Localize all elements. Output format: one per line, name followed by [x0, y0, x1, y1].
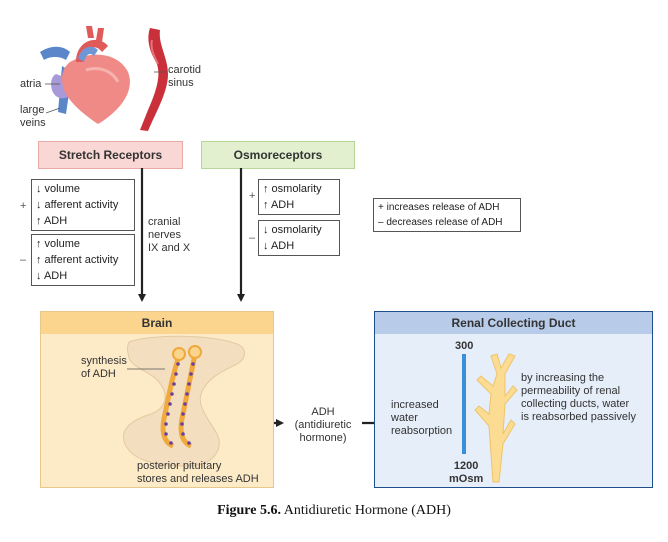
osmo-minus-line: ↓ osmolarity — [263, 224, 322, 236]
stretch-plus-sign: + — [20, 200, 27, 212]
osmo-minus-sign: – — [249, 232, 256, 244]
stretch-minus-line: ↑ volume — [36, 238, 81, 250]
carotid-sinus-icon — [140, 28, 168, 131]
heart-icon — [62, 54, 130, 124]
legend-minus: – decreases release of ADH — [378, 217, 503, 228]
renal-title: Renal Collecting Duct — [451, 316, 576, 330]
figure-caption: Figure 5.6. Antidiuretic Hormone (ADH) — [0, 503, 668, 519]
stretch-plus-line: ↓ afferent activity — [36, 199, 119, 211]
stretch-receptors-header: Stretch Receptors — [38, 141, 183, 169]
mechanism-label: by increasing the permeability of renal … — [521, 372, 636, 423]
atria-label: atria — [20, 78, 42, 90]
legend-plus: + increases release of ADH — [378, 202, 500, 213]
collecting-duct-icon — [474, 353, 518, 483]
stretch-minus-line: ↓ ADH — [36, 270, 68, 282]
osmo-plus-box: ↑ osmolarity ↑ ADH — [258, 179, 340, 215]
renal-panel: Renal Collecting Duct 300 1200 mOsm incr… — [374, 311, 653, 488]
large-veins-label: large veins — [20, 104, 46, 129]
synthesis-label: synthesis of ADH — [81, 355, 127, 380]
stretch-minus-sign: – — [20, 254, 27, 266]
stretch-plus-line: ↑ ADH — [36, 215, 68, 227]
legend-box: + increases release of ADH – decreases r… — [373, 198, 521, 232]
posterior-pituitary-label: posterior pituitary stores and releases … — [137, 460, 259, 485]
osmo-plus-line: ↑ osmolarity — [263, 183, 322, 195]
osmolarity-top-value: 300 — [455, 340, 474, 352]
osmo-minus-box: ↓ osmolarity ↓ ADH — [258, 220, 340, 256]
osmoreceptors-header: Osmoreceptors — [201, 141, 355, 169]
brain-panel: Brain synthesis of ADH posterior pituita… — [40, 311, 274, 488]
osmolarity-bottom-value: 1200 mOsm — [449, 460, 484, 485]
increased-reabsorption-label: increased water reabsorption — [391, 399, 453, 437]
pituitary-illustration — [123, 335, 245, 467]
stretch-minus-line: ↑ afferent activity — [36, 254, 119, 266]
carotid-sinus-label: carotid sinus — [168, 64, 202, 89]
stretch-minus-box: ↑ volume ↑ afferent activity ↓ ADH — [31, 234, 135, 286]
stretch-plus-box: ↓ volume ↓ afferent activity ↑ ADH — [31, 179, 135, 231]
caption-text: Antidiuretic Hormone (ADH) — [280, 503, 451, 518]
osmo-plus-sign: + — [249, 190, 256, 202]
osmo-plus-line: ↑ ADH — [263, 199, 295, 211]
adh-label: ADH (antidiuretic hormone) — [294, 406, 352, 444]
cranial-nerves-label: cranial nerves IX and X — [148, 216, 191, 254]
osmo-minus-line: ↓ ADH — [263, 240, 295, 252]
brain-title: Brain — [141, 316, 173, 330]
stretch-plus-line: ↓ volume — [36, 183, 81, 195]
collecting-duct-illustration — [462, 353, 518, 483]
caption-figure-number: Figure 5.6. — [217, 503, 281, 518]
heart-illustration — [40, 26, 168, 131]
